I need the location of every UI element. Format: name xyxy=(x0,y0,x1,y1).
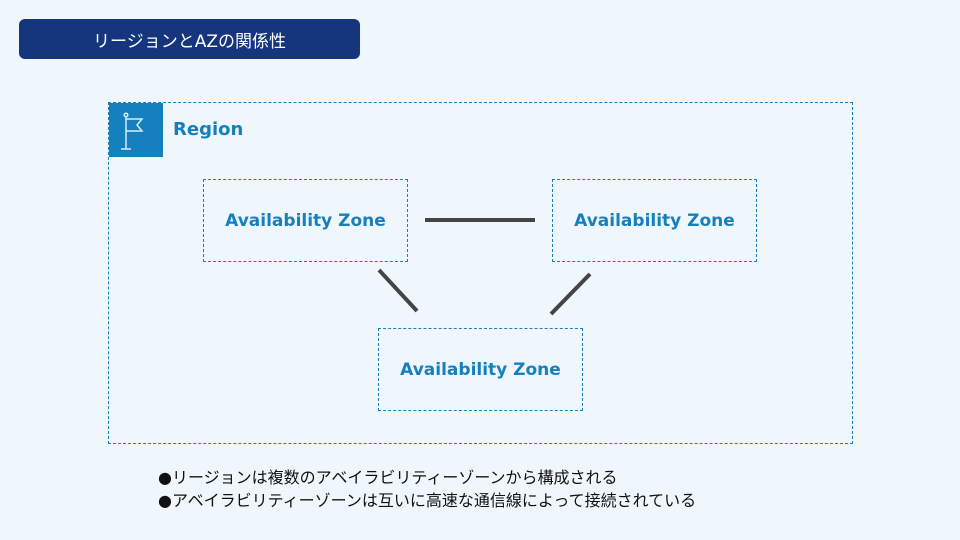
flag-icon xyxy=(109,103,163,157)
notes: ●リージョンは複数のアベイラビリティーゾーンから構成される ●アベイラビリティー… xyxy=(158,466,696,512)
connector-right xyxy=(549,272,592,316)
note-item: ●リージョンは複数のアベイラビリティーゾーンから構成される xyxy=(158,468,618,487)
region-label: Region xyxy=(173,119,244,140)
connector-left xyxy=(377,268,419,313)
region-box: Region xyxy=(108,102,853,444)
availability-zone-2: Availability Zone xyxy=(552,179,757,262)
note-item: ●アベイラビリティーゾーンは互いに高速な通信線によって接続されている xyxy=(158,491,697,510)
availability-zone-1: Availability Zone xyxy=(203,179,408,262)
availability-zone-3: Availability Zone xyxy=(378,328,583,411)
slide-title: リージョンとAZの関係性 xyxy=(19,19,360,59)
